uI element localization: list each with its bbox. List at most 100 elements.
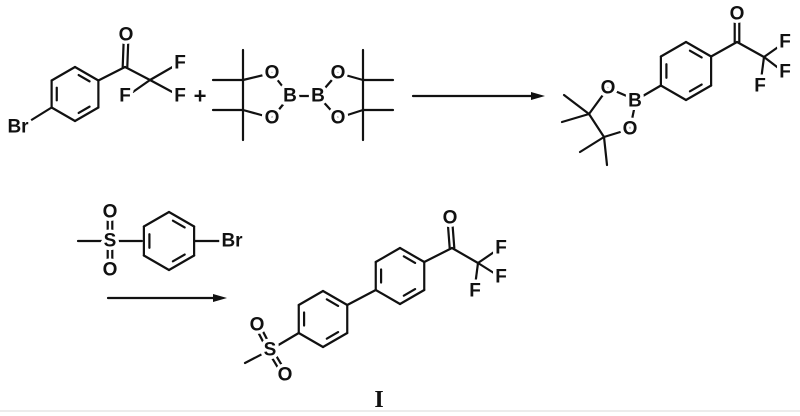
atom-f: F <box>495 238 507 259</box>
bond <box>587 86 610 116</box>
atom-f: F <box>174 86 186 107</box>
bond <box>560 112 591 124</box>
atom-o: O <box>103 260 118 281</box>
ring-bond <box>374 288 402 306</box>
bond <box>762 43 783 59</box>
ring-bond <box>398 288 426 306</box>
atom-f: F <box>469 281 481 302</box>
bond <box>762 55 783 72</box>
aromatic-inner-bond <box>688 83 703 93</box>
aromatic-inner-bond <box>171 219 186 229</box>
bond <box>602 127 632 139</box>
atom-f: F <box>174 53 186 74</box>
reactant-3: S O O Br <box>99 198 247 284</box>
atom-o: O <box>278 365 293 386</box>
ring-bond <box>167 210 196 228</box>
bond <box>23 106 53 126</box>
arrow-head <box>531 92 545 100</box>
ring-bond <box>374 246 402 264</box>
bond <box>316 94 340 120</box>
ring-bond <box>321 331 349 349</box>
atom-f: F <box>119 86 131 107</box>
ring-bond <box>659 84 688 102</box>
ring-bond <box>398 246 426 264</box>
aromatic-inner-bond <box>325 298 340 307</box>
plus-sign: + <box>194 84 207 109</box>
bond <box>602 135 609 167</box>
bond <box>270 71 292 98</box>
ring-bond <box>659 40 688 58</box>
bond <box>606 86 638 102</box>
bond <box>241 71 274 82</box>
atom-f: F <box>779 32 791 53</box>
ring-bond <box>321 289 349 307</box>
atom-o: O <box>623 119 638 140</box>
atom-o: O <box>601 78 616 99</box>
ring-bond <box>297 289 325 307</box>
atom-b: B <box>628 91 642 112</box>
bond <box>97 65 127 82</box>
aromatic-inner-bond <box>325 331 340 340</box>
double-bond <box>257 322 274 351</box>
atom-b: B <box>283 86 297 107</box>
bond <box>476 261 499 277</box>
bond <box>710 40 739 58</box>
intermediate: O B O O F F F <box>597 0 794 143</box>
double-bond <box>451 220 456 249</box>
ring-bond <box>50 65 77 82</box>
atom-o: O <box>331 108 346 129</box>
atom-o: O <box>265 108 280 129</box>
atom-o: O <box>443 208 458 229</box>
atom-o: O <box>119 25 134 46</box>
bond <box>735 40 766 59</box>
atom-o: O <box>331 63 346 84</box>
bond <box>148 63 178 82</box>
reactant-1: Br O F F F <box>4 21 189 141</box>
bond <box>123 65 152 82</box>
double-bond <box>126 38 130 69</box>
bond <box>128 78 152 96</box>
double-bond <box>253 324 270 353</box>
atom-o: O <box>265 63 280 84</box>
bonds-layer <box>23 17 783 378</box>
bond <box>476 248 499 265</box>
ring-bond <box>684 84 713 102</box>
reactant-2: O O B B O O <box>261 59 349 132</box>
atom-br: Br <box>7 117 29 138</box>
atom-s: S <box>104 231 117 252</box>
ring-bond <box>167 254 196 272</box>
bond <box>243 348 272 365</box>
double-bond <box>270 347 289 375</box>
ring-bond <box>684 40 713 58</box>
bond <box>450 246 480 265</box>
bond <box>578 135 606 154</box>
bond <box>241 108 274 120</box>
bond <box>634 84 662 102</box>
aromatic-inner-bond <box>402 288 417 297</box>
atom-o: O <box>103 202 118 223</box>
atom-o: O <box>250 315 265 336</box>
ring-bond <box>73 65 100 82</box>
ring-bond <box>297 331 325 349</box>
bond <box>316 71 340 98</box>
atom-b: B <box>311 86 325 107</box>
atom-f: F <box>779 62 791 83</box>
ring-bond <box>142 210 171 228</box>
atom-br: Br <box>221 231 243 252</box>
aromatic-inner-bond <box>171 253 186 263</box>
bond <box>270 94 292 120</box>
product-I: S O O O F F F I <box>246 204 510 413</box>
bond <box>759 55 766 82</box>
ring-bond <box>50 106 77 123</box>
ring-bond <box>73 106 100 123</box>
bond <box>587 112 606 139</box>
biaryl-bond <box>346 288 377 307</box>
ring-bond <box>142 254 171 272</box>
bond <box>336 71 365 82</box>
bond <box>268 331 300 352</box>
bond <box>423 246 454 264</box>
compound-label: I <box>374 387 383 413</box>
aromatic-inner-bond <box>402 255 417 264</box>
bond <box>336 108 365 120</box>
